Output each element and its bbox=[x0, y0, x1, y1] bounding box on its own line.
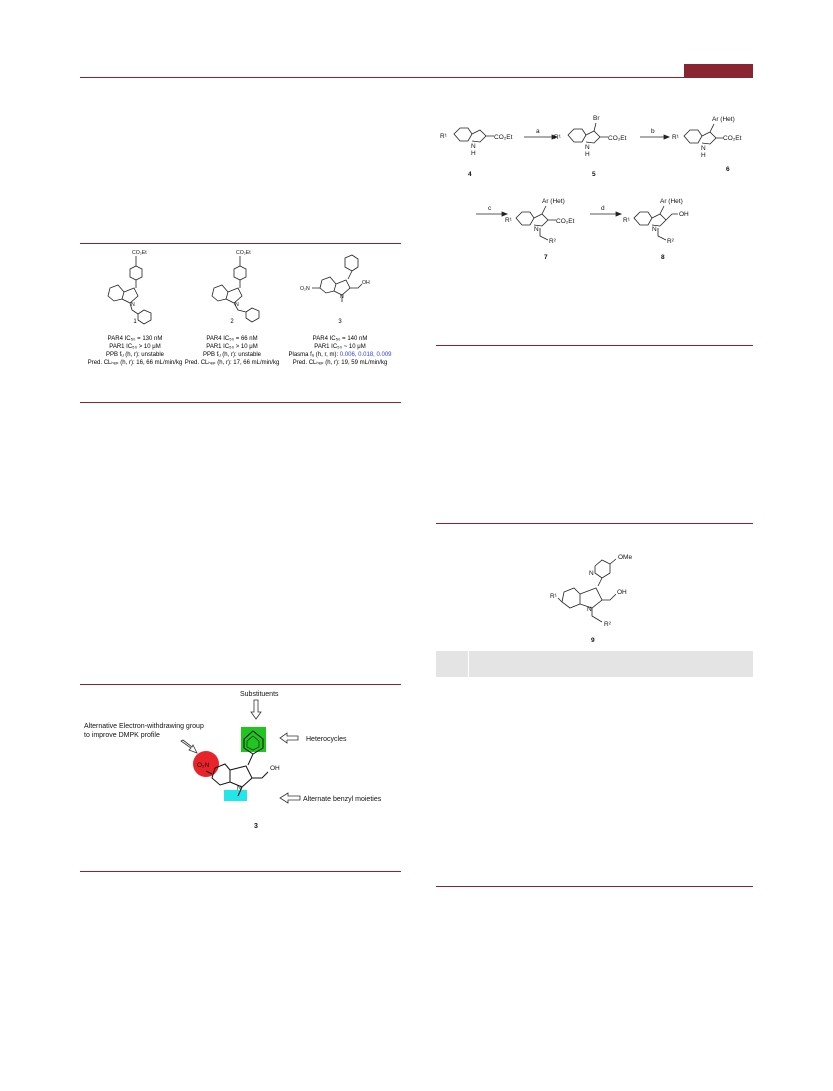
c5-bromo: Br bbox=[593, 115, 600, 122]
synthesis-scheme: a b c d R¹ CO₂Et N H R¹ CO₂Et Br N H R¹ … bbox=[440, 115, 742, 261]
benzyl-label: Alternate benzyl moieties bbox=[303, 796, 382, 803]
compound3-par1: PAR1 IC₅₀ ~ 10 μM bbox=[314, 344, 366, 350]
compound1-ester: CO₂Et bbox=[132, 250, 147, 256]
compound1-par1: PAR1 IC₅₀ > 10 μM bbox=[109, 344, 161, 350]
ewg-highlight bbox=[193, 751, 219, 777]
header-accent-tab bbox=[684, 64, 753, 78]
c6-r1: R¹ bbox=[672, 134, 680, 141]
compound3-hydroxyl: OH bbox=[362, 280, 370, 286]
c7-nitrogen: N bbox=[534, 226, 539, 233]
arrow-label-c: c bbox=[488, 205, 492, 212]
compound2-ester: CO₂Et bbox=[236, 250, 251, 256]
compound-9-label: 9 bbox=[591, 637, 595, 644]
compound-9-structure: OMe N R¹ OH N R² 9 bbox=[550, 554, 632, 644]
compound3-clearance: Pred. CLₕₑₚ (h, r): 19, 59 mL/min/kg bbox=[292, 360, 388, 366]
c7-r2: R² bbox=[549, 238, 557, 245]
compound3-nitro: O₂N bbox=[300, 286, 310, 292]
figure2-sar-diagram: Substituents Alternative Electron-withdr… bbox=[84, 691, 382, 830]
compound2-clearance: Pred. CLₕₑₚ (h, r): 17, 66 mL/min/kg bbox=[184, 360, 280, 366]
compound9-pyridine-n: N bbox=[589, 570, 594, 577]
compound-5-label: 5 bbox=[592, 171, 596, 178]
c4-r1: R¹ bbox=[440, 133, 448, 140]
compound9-r2: R² bbox=[604, 621, 612, 628]
c4-nitrogen: N bbox=[471, 143, 476, 150]
c4-ester: CO₂Et bbox=[494, 134, 513, 141]
c6-nitrogen: N bbox=[701, 145, 706, 152]
arrow-label-a: a bbox=[536, 128, 540, 135]
compound2-par4: PAR4 IC₅₀ = 66 nM bbox=[206, 336, 258, 342]
compound1-number: 1 bbox=[133, 319, 137, 325]
c7-ester: CO₂Et bbox=[556, 218, 575, 225]
table-header-divider bbox=[468, 651, 469, 677]
c8-nitrogen: N bbox=[652, 226, 657, 233]
compound1-data: PAR4 IC₅₀ = 130 nM PAR1 IC₅₀ > 10 μM PPB… bbox=[75, 335, 195, 367]
c5-nitrogen: N bbox=[585, 144, 590, 151]
c8-r2: R² bbox=[667, 238, 675, 245]
compound3-par4: PAR4 IC₅₀ = 140 nM bbox=[312, 336, 368, 342]
compound-8-label: 8 bbox=[661, 254, 665, 261]
compound3-number: 3 bbox=[338, 319, 342, 325]
compound9-r1: R¹ bbox=[550, 593, 558, 600]
substituents-label: Substituents bbox=[240, 691, 279, 698]
c7-r1: R¹ bbox=[505, 217, 513, 224]
compound3-nitrogen: N bbox=[340, 294, 344, 300]
ewg-label-line1: Alternative Electron-withdrawing group bbox=[84, 723, 204, 730]
compound2-nitrogen: N bbox=[235, 302, 239, 308]
arrow-label-d: d bbox=[601, 205, 605, 212]
compound-6-label: 6 bbox=[726, 166, 730, 173]
c5-r1: R¹ bbox=[554, 134, 562, 141]
sar-nitro-group: O₂N bbox=[197, 762, 210, 769]
compound2-ppb: PPB fᵤ (h, r): unstable bbox=[203, 352, 261, 358]
compound9-hydroxyl: OH bbox=[617, 589, 627, 596]
c5-hydrogen: H bbox=[585, 151, 590, 158]
compound9-nitrogen: N bbox=[587, 606, 592, 613]
heterocycles-label: Heterocycles bbox=[306, 736, 347, 743]
c8-hydroxyl: OH bbox=[679, 211, 689, 218]
sar-hydroxyl: OH bbox=[270, 765, 280, 772]
compound1-clearance: Pred. CLₕₑₚ (h, r): 16, 66 mL/min/kg bbox=[87, 360, 183, 366]
right-box-bottom-rule bbox=[436, 523, 753, 524]
compound3-plasma: Plasma fᵤ (h, r, m): 0.006, 0.018, 0.009 bbox=[280, 351, 400, 359]
compound1-par4: PAR4 IC₅₀ = 130 nM bbox=[107, 336, 163, 342]
ewg-label-line2: to improve DMPK profile bbox=[84, 732, 160, 739]
sar-compound-number: 3 bbox=[254, 823, 258, 830]
header-rule bbox=[80, 77, 753, 78]
arrow-label-b: b bbox=[651, 128, 655, 135]
c6-aryl: Ar (Het) bbox=[712, 116, 735, 123]
c6-ester: CO₂Et bbox=[723, 135, 742, 142]
c4-hydrogen: H bbox=[471, 150, 476, 157]
compound-4-label: 4 bbox=[468, 171, 472, 178]
figure1-structures: CO₂Et N CO₂Et N O₂N OH N bbox=[107, 250, 370, 325]
figure2-top-rule bbox=[80, 684, 401, 685]
c8-aryl: Ar (Het) bbox=[660, 198, 683, 205]
c8-r1: R¹ bbox=[623, 217, 631, 224]
sar-nitrogen: N bbox=[237, 785, 242, 792]
compound1-nitrogen: N bbox=[131, 302, 135, 308]
compound1-ppb: PPB fᵤ (h, r): unstable bbox=[106, 352, 164, 358]
compound3-data: PAR4 IC₅₀ = 140 nM PAR1 IC₅₀ ~ 10 μM Pla… bbox=[280, 335, 400, 367]
table-bottom-rule bbox=[436, 886, 753, 887]
compound-7-label: 7 bbox=[544, 254, 548, 261]
figure1-bottom-rule bbox=[80, 402, 401, 403]
compound3-plasma-values: 0.006, 0.018, 0.009 bbox=[339, 352, 392, 358]
compound9-methoxy: OMe bbox=[618, 554, 632, 561]
right-box-top-rule bbox=[436, 345, 753, 346]
figure1-top-rule bbox=[80, 243, 401, 244]
c7-aryl: Ar (Het) bbox=[542, 198, 565, 205]
compound2-par1: PAR1 IC₅₀ > 10 μM bbox=[206, 344, 258, 350]
table-header-bar bbox=[436, 651, 753, 677]
compound2-number: 2 bbox=[230, 319, 234, 325]
compound3-plasma-label: Plasma fᵤ (h, r, m): bbox=[288, 352, 340, 358]
c5-ester: CO₂Et bbox=[608, 135, 627, 142]
benzyl-highlight bbox=[224, 790, 247, 801]
compound2-data: PAR4 IC₅₀ = 66 nM PAR1 IC₅₀ > 10 μM PPB … bbox=[172, 335, 292, 367]
c6-hydrogen: H bbox=[701, 152, 706, 159]
figure2-bottom-rule bbox=[80, 871, 401, 872]
